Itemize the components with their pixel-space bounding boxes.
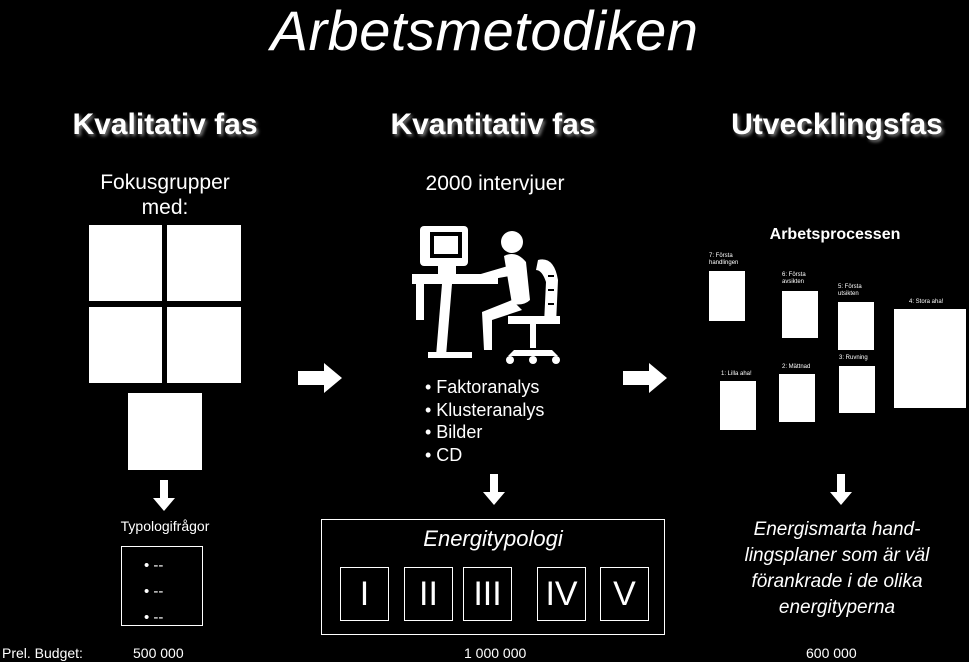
phase-heading-quantitative: Kvantitativ fas xyxy=(390,108,596,141)
arrow-down-icon xyxy=(483,474,505,505)
focus-group-square xyxy=(89,225,162,301)
analysis-methods-list: • Faktoranalys • Klusteranalys • Bilder … xyxy=(425,376,544,466)
interviews-label: 2000 intervjuer xyxy=(425,172,565,195)
method-item: • Faktoranalys xyxy=(425,377,540,397)
process-step-card xyxy=(894,309,966,408)
arrow-down-icon xyxy=(153,480,175,511)
process-step-label: 6: Första avsikten xyxy=(782,272,806,285)
focus-groups-label: Fokusgrupper med: xyxy=(100,171,230,219)
budget-development: 600 000 xyxy=(806,645,857,661)
typology-type-box: I xyxy=(340,567,389,621)
question-item: • -- xyxy=(144,583,164,600)
typology-type-box: V xyxy=(600,567,649,621)
slide-title: Arbetsmetodiken xyxy=(270,0,699,62)
process-step-card xyxy=(720,381,756,430)
budget-label: Prel. Budget: xyxy=(2,645,83,661)
question-item: • -- xyxy=(144,557,164,574)
computer-worker-icon xyxy=(412,226,560,364)
energy-typology-title: Energitypologi xyxy=(423,526,563,551)
method-item: • CD xyxy=(425,444,463,465)
process-step-card xyxy=(779,374,815,422)
method-item: • Klusteranalys xyxy=(425,399,545,420)
energy-typology-box: Energitypologi xyxy=(321,519,665,635)
process-step-card xyxy=(838,302,874,350)
process-step-card xyxy=(782,291,818,338)
arrow-down-icon xyxy=(830,474,852,505)
process-step-label: 3: Ruvning xyxy=(839,355,868,361)
phase-heading-qualitative: Kvalitativ fas xyxy=(72,108,258,141)
budget-quantitative: 1 000 000 xyxy=(464,645,527,661)
process-step-label: 7: Första handlingen xyxy=(709,253,739,266)
process-step-card xyxy=(709,271,745,321)
arrow-right-icon xyxy=(298,363,342,393)
focus-group-square xyxy=(167,225,241,301)
process-step-label: 4: Stora aha! xyxy=(909,299,944,305)
typology-questions-label: Typologifrågor xyxy=(120,518,210,534)
typology-type-box: II xyxy=(404,567,453,621)
arrow-right-icon xyxy=(623,363,667,393)
process-step-label: 2: Mättnad xyxy=(782,364,811,370)
work-process-title: Arbetsprocessen xyxy=(769,226,901,243)
process-step-label: 5: Första utsikten xyxy=(838,284,862,297)
process-step-label: 1: Lilla aha! xyxy=(721,371,752,377)
typology-type-box: III xyxy=(463,567,512,621)
budget-qualitative: 500 000 xyxy=(133,645,184,661)
process-step-card xyxy=(839,366,875,413)
focus-group-square xyxy=(167,307,241,383)
question-item: • -- xyxy=(144,609,164,626)
action-plans-result: Energismarta hand- lingsplaner som är vä… xyxy=(744,519,930,618)
typology-type-box: IV xyxy=(537,567,586,621)
method-item: • Bilder xyxy=(425,422,483,442)
focus-group-square xyxy=(128,393,202,470)
phase-heading-development: Utvecklingsfas xyxy=(731,108,943,141)
focus-group-square xyxy=(89,307,162,383)
typology-questions-box: • -- • -- • -- xyxy=(121,546,203,626)
